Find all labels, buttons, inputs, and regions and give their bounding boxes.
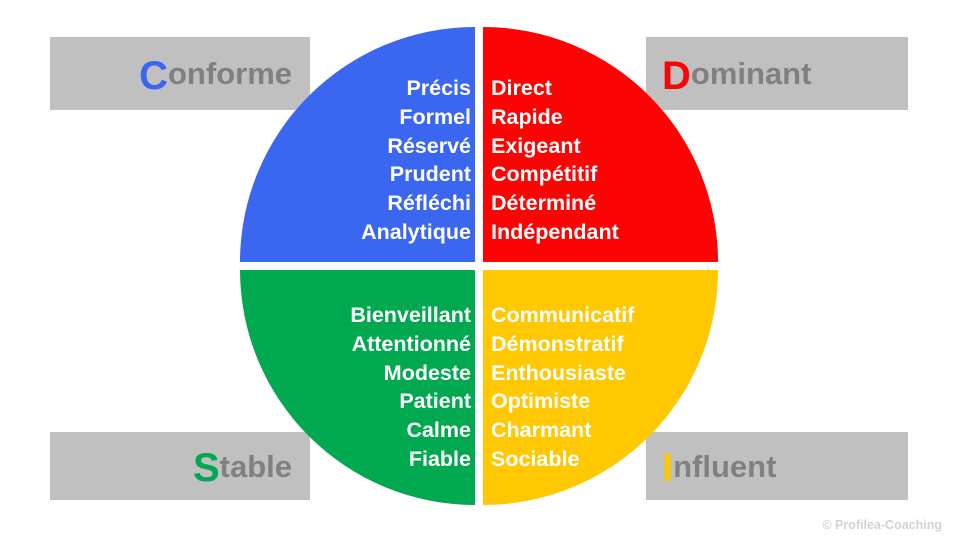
copyright-notice: © Profilea-Coaching (822, 518, 942, 532)
label-initial-i: I (662, 446, 674, 490)
label-rest-conforme: onforme (168, 56, 292, 91)
label-rest-influent: nfluent (673, 448, 777, 484)
label-initial-c: C (139, 53, 168, 98)
label-rest-stable: table (219, 448, 292, 484)
label-initial-s: S (192, 446, 220, 490)
label-initial-d: D (662, 53, 691, 98)
label-rest-dominant: ominant (690, 56, 812, 91)
